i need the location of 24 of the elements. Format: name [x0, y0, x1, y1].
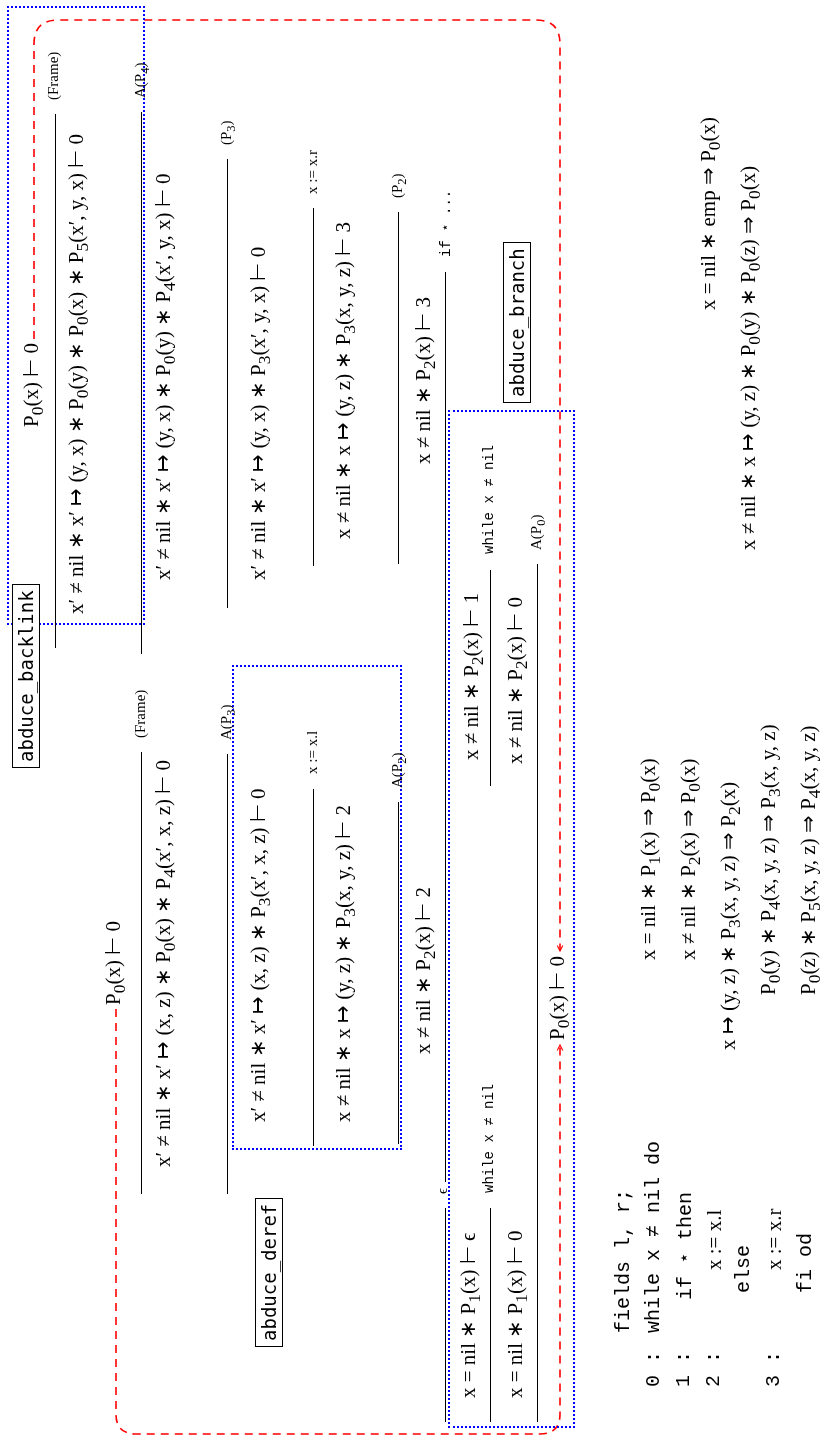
rule-name: (Frame)	[132, 689, 149, 738]
line-number: 1 :	[672, 1351, 695, 1387]
code-line: if ⋆ then	[673, 1191, 697, 1300]
line-number: 0 :	[642, 1351, 665, 1387]
rule-name: ϵ	[434, 1187, 451, 1194]
code-line: x := x.l	[702, 1209, 727, 1270]
backlink-arrow	[115, 1008, 564, 1435]
code-line: x := x.r	[762, 1208, 787, 1270]
rule-name: while x ≠ nil	[481, 444, 497, 554]
backlink-arrow	[33, 19, 564, 952]
line-number: 3 :	[762, 1351, 785, 1387]
group-tag: abduce_backlink	[12, 584, 40, 768]
code-line: while x ≠ nil do	[642, 1140, 665, 1333]
rule-name: x := x.r	[304, 150, 321, 194]
group-tag: abduce_branch	[503, 242, 531, 403]
group-tag: abduce_deref	[255, 1197, 283, 1347]
rule-name: x := x.l	[304, 730, 321, 774]
code-line: fi od	[794, 1233, 817, 1293]
line-number: 2 :	[702, 1351, 725, 1387]
rule-name: if ⋆ ...	[437, 189, 454, 257]
code-line: else	[732, 1245, 755, 1293]
rule-name: (Frame)	[45, 51, 62, 100]
rule-name: while x ≠ nil	[481, 1083, 497, 1193]
code-line: fields l, r;	[612, 1188, 635, 1333]
